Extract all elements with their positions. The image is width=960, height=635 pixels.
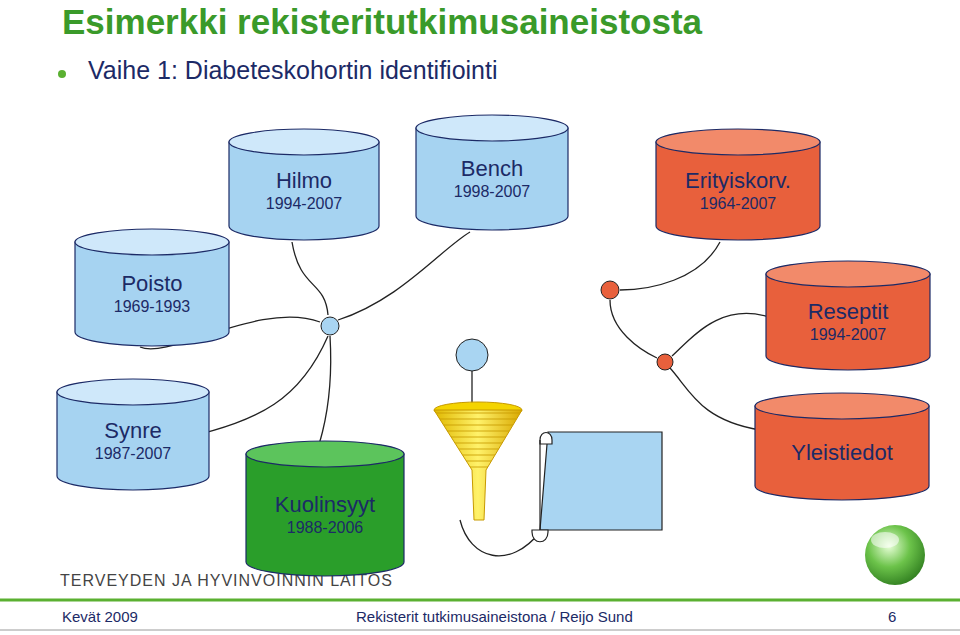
- database-cylinder: Poisto1969-1993: [74, 228, 230, 346]
- database-cylinder: Yleistiedot: [754, 392, 930, 500]
- database-cylinder: Bench1998-2007: [415, 114, 569, 230]
- junction-dot: [321, 317, 339, 335]
- year-range: 1998-2007: [415, 182, 569, 202]
- footer-rule: [0, 630, 960, 631]
- register-name: Hilmo: [228, 168, 380, 194]
- register-name: Yleistiedot: [754, 440, 930, 466]
- database-cylinder: Hilmo1994-2007: [228, 128, 380, 240]
- register-name: Synre: [56, 418, 210, 444]
- junction-dot: [601, 281, 619, 299]
- funnel-icon: [434, 402, 522, 520]
- subtitle: Vaihe 1: Diabeteskohortin identifiointi: [88, 56, 498, 85]
- database-cylinder: Erityiskorv.1964-2007: [655, 128, 821, 240]
- bullet: [58, 70, 66, 78]
- footer-date: Kevät 2009: [62, 608, 138, 625]
- database-cylinder: Synre1987-2007: [56, 378, 210, 490]
- register-name: Poisto: [74, 271, 230, 297]
- register-name: Bench: [415, 156, 569, 182]
- scroll-document: [532, 432, 662, 542]
- year-range: 1964-2007: [655, 194, 821, 214]
- register-name: Reseptit: [765, 299, 931, 325]
- database-cylinder: Reseptit1994-2007: [765, 260, 931, 370]
- logo-sphere: [865, 525, 925, 585]
- footer-rule: [0, 599, 960, 602]
- slide-title: Esimerkki rekisteritutkimusaineistosta: [62, 2, 702, 42]
- register-name: Kuolinsyyt: [245, 492, 405, 518]
- connector-lines: [140, 232, 772, 556]
- register-name: Erityiskorv.: [655, 168, 821, 194]
- database-cylinder: Kuolinsyyt1988-2006: [245, 440, 405, 576]
- footer-title: Rekisterit tutkimusaineistona / Reijo Su…: [356, 608, 633, 625]
- page-number: 6: [888, 608, 896, 625]
- junction-dot: [456, 339, 488, 371]
- year-range: 1994-2007: [228, 194, 380, 214]
- year-range: 1987-2007: [56, 444, 210, 464]
- junction-dot: [657, 354, 673, 370]
- year-range: 1994-2007: [765, 325, 931, 345]
- year-range: 1988-2006: [245, 518, 405, 538]
- year-range: 1969-1993: [74, 297, 230, 317]
